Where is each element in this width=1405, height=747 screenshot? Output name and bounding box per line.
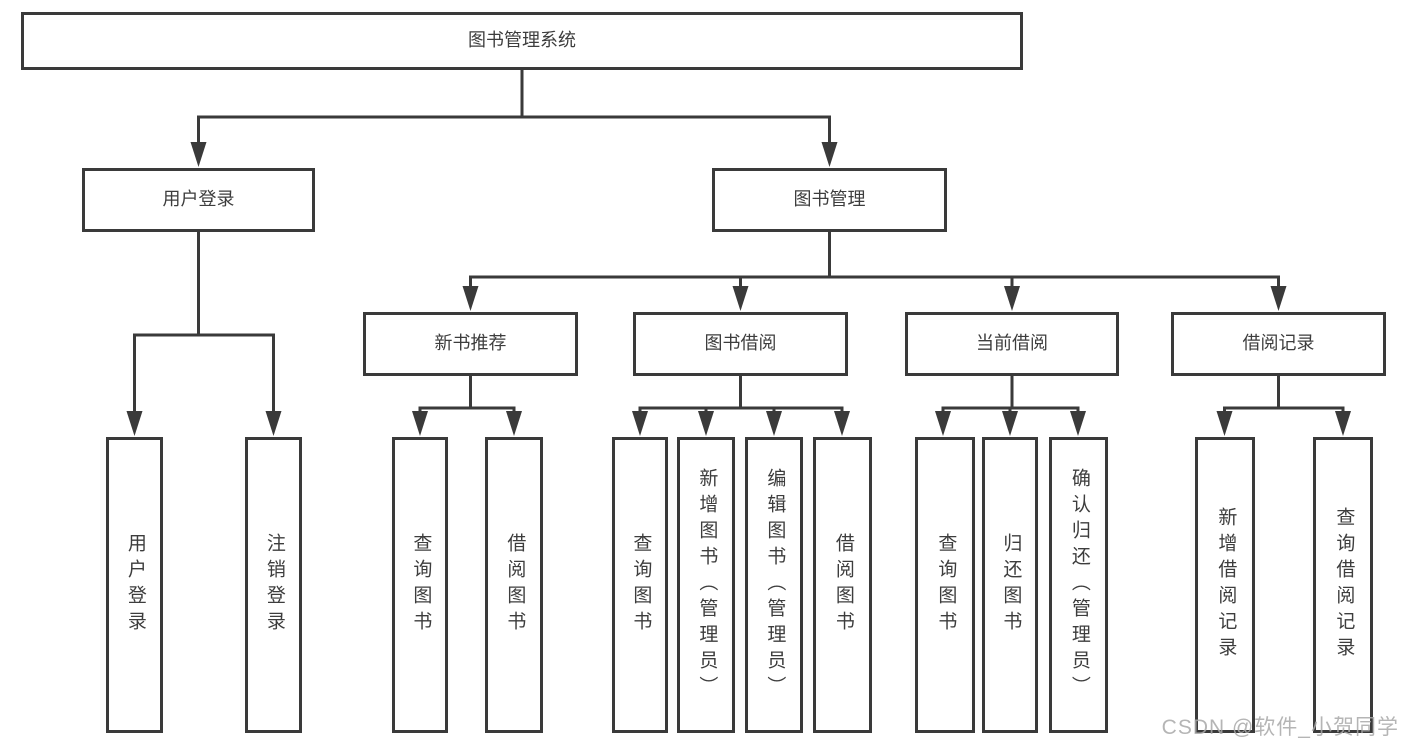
leaf-query-borrow-record: 查询借阅记录 [1313, 437, 1373, 733]
leaf-borrow-books: 借阅图书 [485, 437, 543, 733]
node-user-login: 用户登录 [82, 168, 315, 232]
leaf-query-books: 查询图书 [392, 437, 448, 733]
node-borrow-record: 借阅记录 [1171, 312, 1386, 376]
node-label: 借阅图书 [504, 533, 526, 637]
node-label: 新增借阅记录 [1215, 507, 1237, 663]
leaf-add-borrow-record: 新增借阅记录 [1195, 437, 1255, 733]
node-label: 借阅记录 [1242, 333, 1315, 354]
leaf-edit-books-admin: 编辑图书（管理员） [745, 437, 803, 733]
node-label: 编辑图书（管理员） [764, 468, 786, 702]
leaf-add-books-admin: 新增图书（管理员） [677, 437, 735, 733]
node-label: 新书推荐 [434, 333, 507, 354]
leaf-return-books: 归还图书 [982, 437, 1038, 733]
node-new-book-recommend: 新书推荐 [363, 312, 578, 376]
node-current-borrow: 当前借阅 [905, 312, 1119, 376]
leaf-confirm-return-admin: 确认归还（管理员） [1049, 437, 1108, 733]
node-label: 图书借阅 [704, 333, 777, 354]
node-label: 查询图书 [935, 533, 957, 637]
node-book-management: 图书管理 [712, 168, 947, 232]
node-label: 查询借阅记录 [1333, 507, 1355, 663]
node-label: 新增图书（管理员） [696, 468, 718, 702]
node-label: 注销登录 [263, 533, 285, 637]
node-label: 图书管理系统 [468, 30, 576, 51]
leaf-borrow-books: 借阅图书 [813, 437, 872, 733]
node-label: 确认归还（管理员） [1068, 468, 1090, 702]
node-book-borrow: 图书借阅 [633, 312, 848, 376]
leaf-logout: 注销登录 [245, 437, 302, 733]
node-label: 图书管理 [793, 189, 866, 210]
node-label: 当前借阅 [976, 333, 1048, 354]
node-label: 借阅图书 [832, 533, 854, 637]
node-label: 用户登录 [124, 533, 146, 637]
leaf-query-books: 查询图书 [915, 437, 975, 733]
node-label: 用户登录 [162, 189, 235, 210]
leaf-user-login: 用户登录 [106, 437, 163, 733]
csdn-watermark: CSDN @软件_小贺同学 [1161, 716, 1399, 739]
leaf-query-books: 查询图书 [612, 437, 668, 733]
node-label: 查询图书 [410, 533, 432, 637]
node-root: 图书管理系统 [21, 12, 1023, 70]
node-label: 查询图书 [630, 533, 652, 637]
node-label: 归还图书 [1000, 533, 1022, 637]
